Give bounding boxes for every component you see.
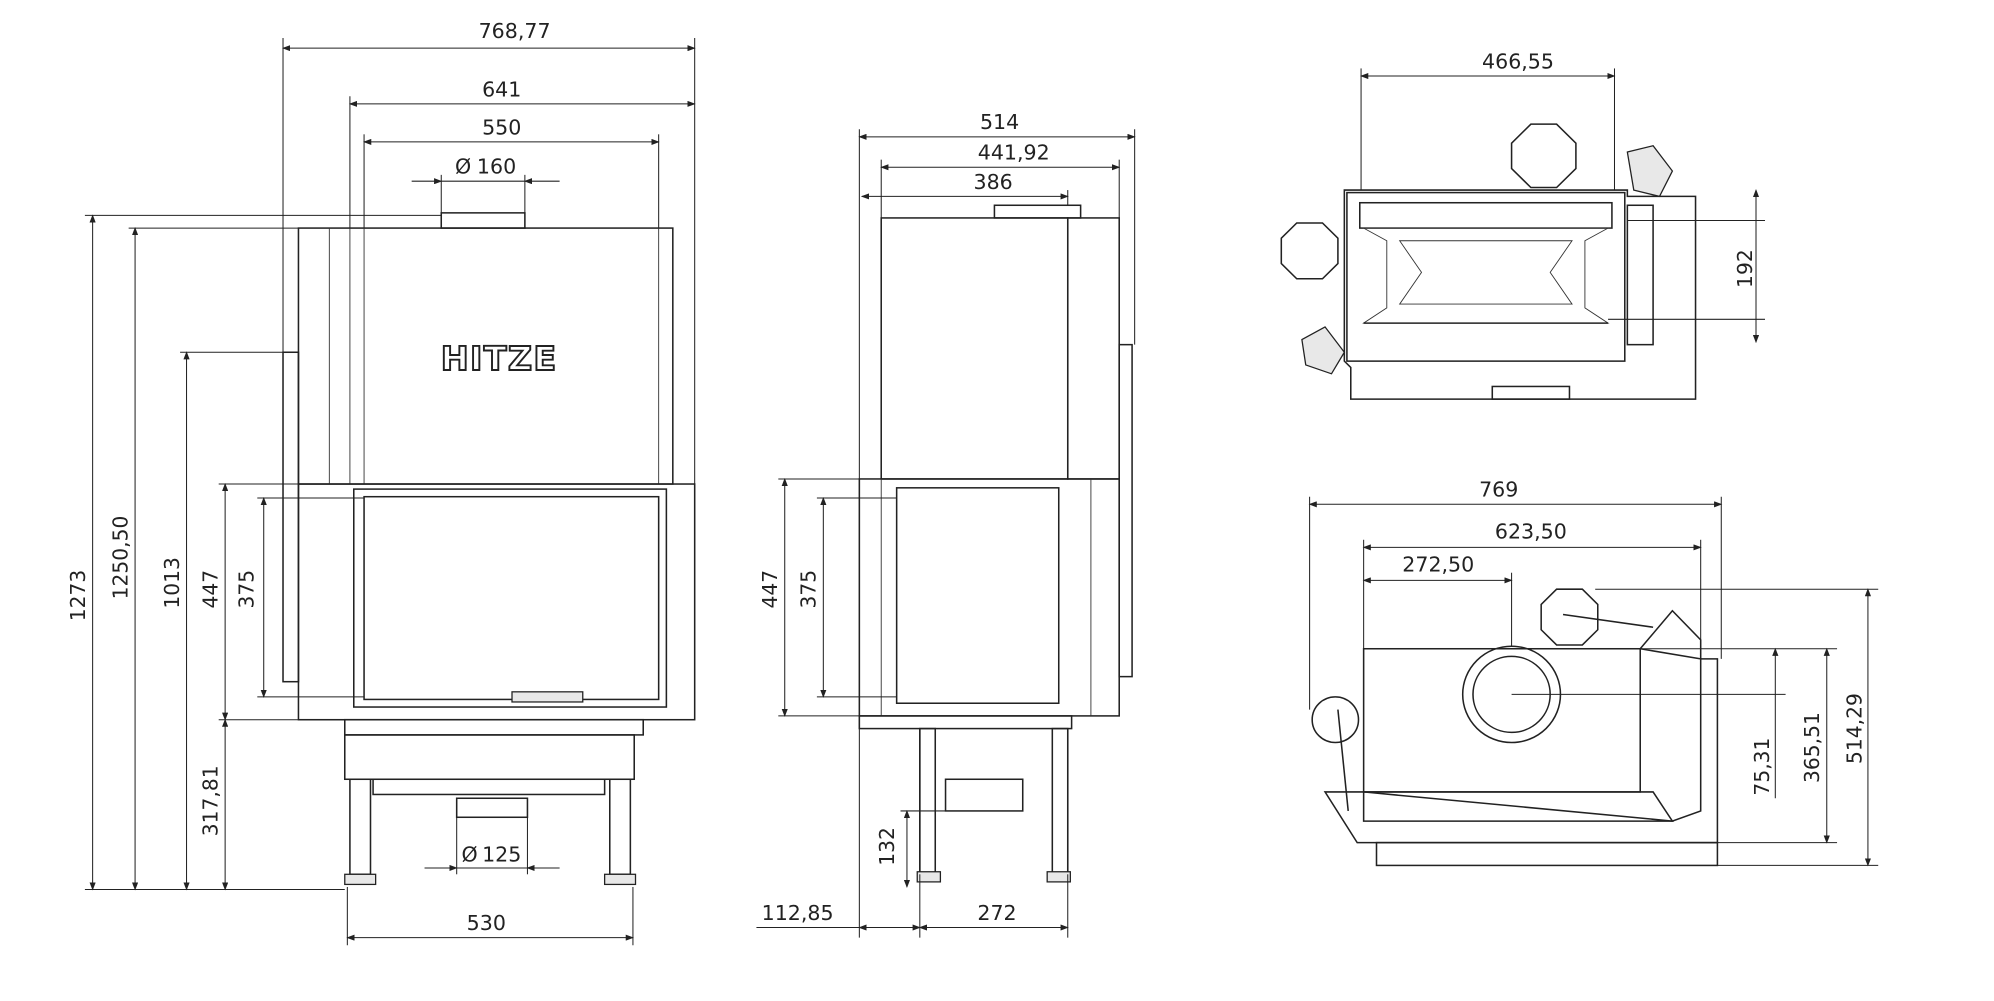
bottom-rail bbox=[1375, 841, 1719, 867]
dim-overall-depth: 514 bbox=[980, 110, 1019, 134]
top-view: 466,55 192 bbox=[1280, 50, 1766, 400]
dim-flue-offset: 386 bbox=[974, 170, 1013, 194]
dim-glass-width: 550 bbox=[482, 115, 521, 139]
stand bbox=[343, 734, 635, 781]
dim-base-height: 317,81 bbox=[198, 765, 222, 836]
dim-bottom-overall-depth: 514,29 bbox=[1842, 693, 1866, 764]
dim-body-depth: 441,92 bbox=[978, 141, 1050, 165]
flue-collar bbox=[440, 212, 526, 229]
dim-flue-height: 1250,50 bbox=[108, 516, 132, 600]
firebox-frame bbox=[297, 483, 696, 721]
octagon-vent-3 bbox=[1540, 588, 1599, 646]
dim-side-height: 1013 bbox=[160, 557, 184, 609]
dim-body-width: 641 bbox=[482, 77, 521, 101]
dim-outlet-depth: 75,31 bbox=[1750, 738, 1774, 796]
dim-side-door-height: 447 bbox=[758, 570, 782, 609]
dim-side-glass-height: 375 bbox=[796, 570, 820, 609]
side-view: 514 441,92 386 447 375 132 112,85 272 bbox=[756, 110, 1136, 938]
side-panel bbox=[282, 351, 300, 683]
side-glass bbox=[895, 487, 1060, 704]
dim-leg-height: 132 bbox=[875, 827, 899, 866]
dim-bottom-body-width: 623,50 bbox=[1495, 520, 1567, 544]
dim-top-depth: 192 bbox=[1733, 249, 1757, 288]
side-firebox bbox=[858, 478, 1120, 717]
dim-bottom-overall-width: 769 bbox=[1479, 478, 1518, 502]
side-leg-back bbox=[1051, 727, 1069, 876]
leg-left bbox=[349, 778, 372, 876]
dim-top-width: 466,55 bbox=[1482, 50, 1554, 74]
dim-stand-depth: 272 bbox=[977, 901, 1016, 925]
dim-total-height: 1273 bbox=[66, 570, 90, 622]
dim-outlet-diameter: 125 bbox=[482, 843, 521, 867]
dim-glass-height: 375 bbox=[234, 570, 258, 609]
front-view: HITZE 768,77 641 550 Ø 160 Ø 125 bbox=[66, 19, 696, 946]
dim-flue-diameter: 160 bbox=[477, 155, 516, 179]
top-outline bbox=[1343, 189, 1697, 400]
air-inlet bbox=[1311, 696, 1360, 744]
dim-outlet-offset: 272,50 bbox=[1402, 553, 1474, 577]
dim-stand-width: 530 bbox=[467, 911, 506, 935]
dim-overall-width: 768,77 bbox=[479, 19, 551, 43]
leg-right bbox=[609, 778, 632, 876]
top-baffle bbox=[1359, 201, 1613, 229]
air-slider bbox=[511, 691, 584, 703]
octagon-vent-2 bbox=[1280, 222, 1339, 280]
diameter-symbol-outlet: Ø bbox=[461, 843, 477, 867]
side-leg-front bbox=[919, 727, 937, 876]
diameter-symbol: Ø bbox=[455, 155, 471, 179]
front-glass bbox=[363, 495, 660, 701]
side-hood bbox=[880, 217, 1069, 480]
dim-leg-offset: 112,85 bbox=[762, 901, 834, 925]
dim-bottom-body-depth: 365,51 bbox=[1800, 712, 1824, 783]
dim-door-height: 447 bbox=[198, 570, 222, 609]
bottom-view: 769 623,50 272,50 75,31 365,51 514,29 bbox=[1308, 478, 1879, 867]
outlet-pipe bbox=[455, 797, 529, 819]
brand-logo: HITZE bbox=[441, 339, 558, 378]
corner-bracket-1 bbox=[1626, 144, 1674, 198]
bottom-plate bbox=[1362, 647, 1641, 793]
octagon-vent-1 bbox=[1510, 123, 1577, 189]
corner-bracket-2 bbox=[1301, 326, 1346, 375]
